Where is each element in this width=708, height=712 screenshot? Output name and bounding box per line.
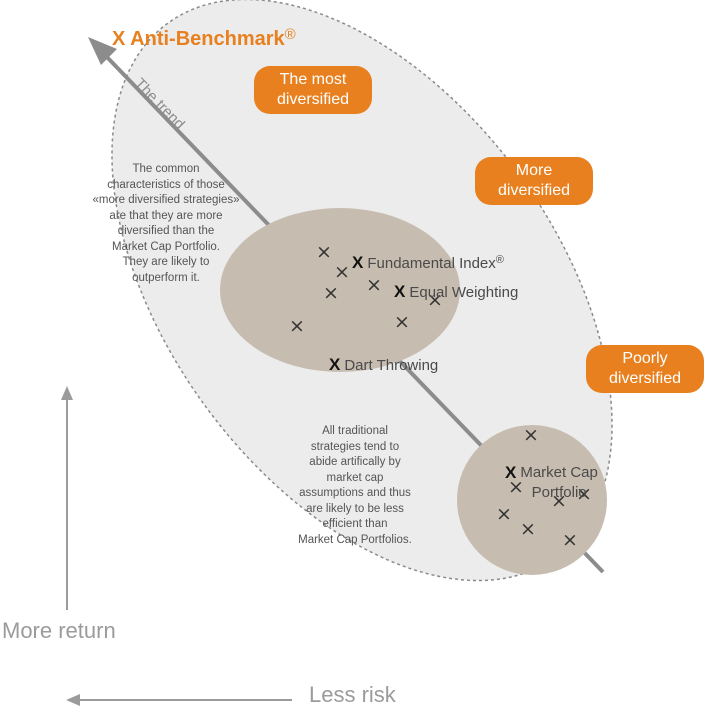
scatter-x: × <box>366 274 382 296</box>
scatter-x: × <box>323 282 339 304</box>
badge-more-diversified: More diversified <box>475 157 593 205</box>
scatter-x: × <box>576 483 592 505</box>
scatter-x: × <box>334 261 350 283</box>
scatter-x: × <box>551 490 567 512</box>
badge-most-diversified: The most diversified <box>254 66 372 114</box>
badge-poorly-diversified: Poorly diversified <box>586 345 704 393</box>
strategy-marker: X <box>505 463 517 482</box>
dart-throwing-text: Dart Throwing <box>344 357 439 374</box>
scatter-x: × <box>427 289 443 311</box>
scatter-x: × <box>316 241 332 263</box>
scatter-x: × <box>508 476 524 498</box>
scatter-x: × <box>520 518 536 540</box>
strategy-marker: X <box>352 253 364 272</box>
scatter-x: × <box>562 529 578 551</box>
upper-note: The common characteristics of those «mor… <box>92 163 240 284</box>
lower-note: All traditional strategies tend to abide… <box>298 425 412 546</box>
x-axis-arrowhead <box>66 694 80 706</box>
diversified-cluster <box>220 208 460 372</box>
trend-arrowhead <box>88 37 117 65</box>
anti-benchmark-text: Anti-Benchmark <box>130 28 285 50</box>
market-cap-text: Market Cap Portfolio <box>520 464 598 501</box>
anti-benchmark-marker: X <box>112 28 126 50</box>
strategy-marker: X <box>329 355 341 374</box>
scatter-markers: × × × × × × × × × × × × × × <box>289 241 592 551</box>
fundamental-index-text: Fundamental Index <box>367 255 496 272</box>
y-axis-label: More return <box>2 618 116 643</box>
anti-benchmark-title: X Anti-Benchmark® <box>112 26 296 51</box>
x-axis-label: Less risk <box>309 682 396 707</box>
y-axis-arrowhead <box>61 386 73 400</box>
strategy-marker: X <box>394 282 406 301</box>
scatter-x: × <box>496 503 512 525</box>
scatter-x: × <box>394 311 410 333</box>
market-cap-cluster <box>457 425 607 575</box>
scatter-x: × <box>523 424 539 446</box>
equal-weighting-text: Equal Weighting <box>409 284 519 301</box>
scatter-x: × <box>289 315 305 337</box>
fundamental-reg: ® <box>495 254 504 266</box>
registered-mark: ® <box>284 26 296 43</box>
